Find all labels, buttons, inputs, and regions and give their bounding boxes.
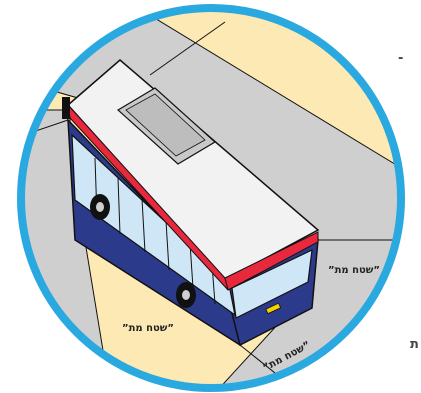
dead-zone-label-left: ”שטח מת” (122, 323, 174, 334)
bus-mirror (62, 97, 70, 119)
edge-letter: ת (410, 337, 419, 352)
dead-zone-label-right: ”שטח מת” (328, 265, 380, 276)
edge-dash: - (398, 51, 403, 66)
